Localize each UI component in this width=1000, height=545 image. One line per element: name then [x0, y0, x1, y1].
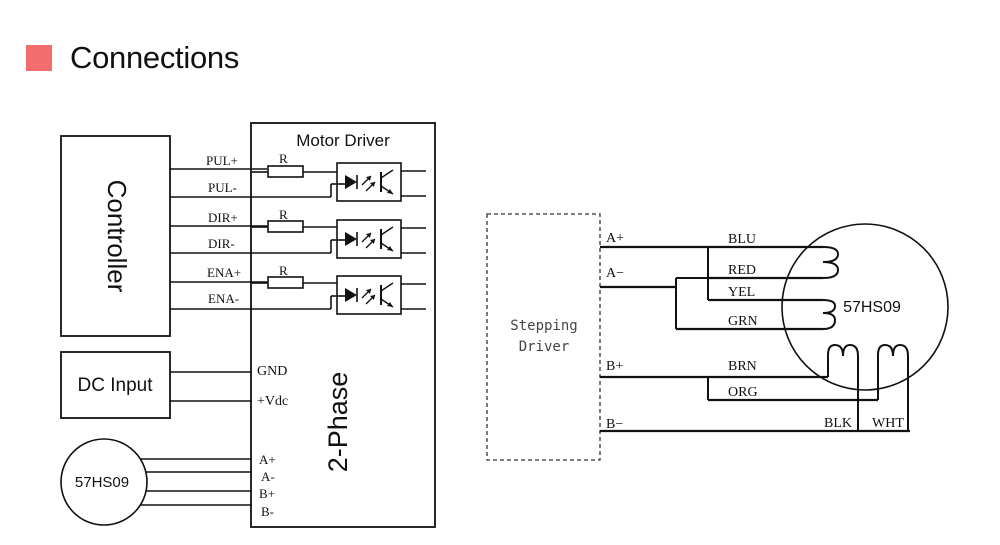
label-ena-minus: ENA-: [208, 291, 239, 306]
wire-grn: GRN: [728, 314, 758, 329]
label-motor-b-minus: B-: [261, 504, 274, 519]
label-pul-minus: PUL-: [208, 180, 237, 195]
controller-label: Controller: [102, 180, 132, 293]
stepping-driver-box: [486, 213, 601, 461]
label-motor-a-minus: A-: [261, 469, 275, 484]
section-marker-square: [26, 45, 52, 71]
wire-red: RED: [728, 263, 756, 278]
dc-input-label: DC Input: [78, 375, 154, 396]
label-dir-minus: DIR-: [208, 236, 235, 251]
label-motor-b-plus: B+: [259, 486, 275, 501]
driver-label-line1: Stepping: [510, 318, 577, 334]
wire-blu: BLU: [728, 232, 756, 247]
terminal-b-plus: B+: [606, 359, 623, 374]
wire-yel: YEL: [728, 285, 755, 300]
motor-circle-right: [781, 223, 949, 391]
label-pul-plus: PUL+: [206, 153, 238, 168]
label-dir-plus: DIR+: [208, 210, 238, 225]
terminal-a-plus: A+: [606, 231, 624, 246]
wire-wht: WHT: [872, 416, 904, 431]
label-gnd: GND: [257, 364, 287, 379]
motor-label-left: 57HS09: [75, 474, 129, 491]
motor-driver-box: [250, 122, 436, 528]
motor-driver-label: Motor Driver: [296, 131, 390, 150]
page-title: Connections: [70, 40, 240, 75]
controller-box: [60, 135, 171, 337]
label-ena-plus: ENA+: [207, 265, 241, 280]
motor-label-right: 57HS09: [843, 299, 901, 316]
wire-brn: BRN: [728, 359, 757, 374]
terminal-b-minus: B−: [606, 417, 623, 432]
dc-input-box: [60, 351, 171, 419]
wire-org: ORG: [728, 385, 758, 400]
section-header: Connections: [26, 38, 239, 78]
driver-label-line2: Driver: [519, 339, 570, 355]
wire-blk: BLK: [824, 416, 852, 431]
resistor-label-1: R: [279, 151, 288, 166]
terminal-a-minus: A−: [606, 266, 624, 281]
label-vdc: +Vdc: [257, 394, 288, 409]
resistor-label-3: R: [279, 263, 288, 278]
label-motor-a-plus: A+: [259, 452, 276, 467]
phase-label: 2-Phase: [323, 372, 353, 473]
resistor-label-2: R: [279, 207, 288, 222]
motor-circle-left: [60, 438, 148, 526]
